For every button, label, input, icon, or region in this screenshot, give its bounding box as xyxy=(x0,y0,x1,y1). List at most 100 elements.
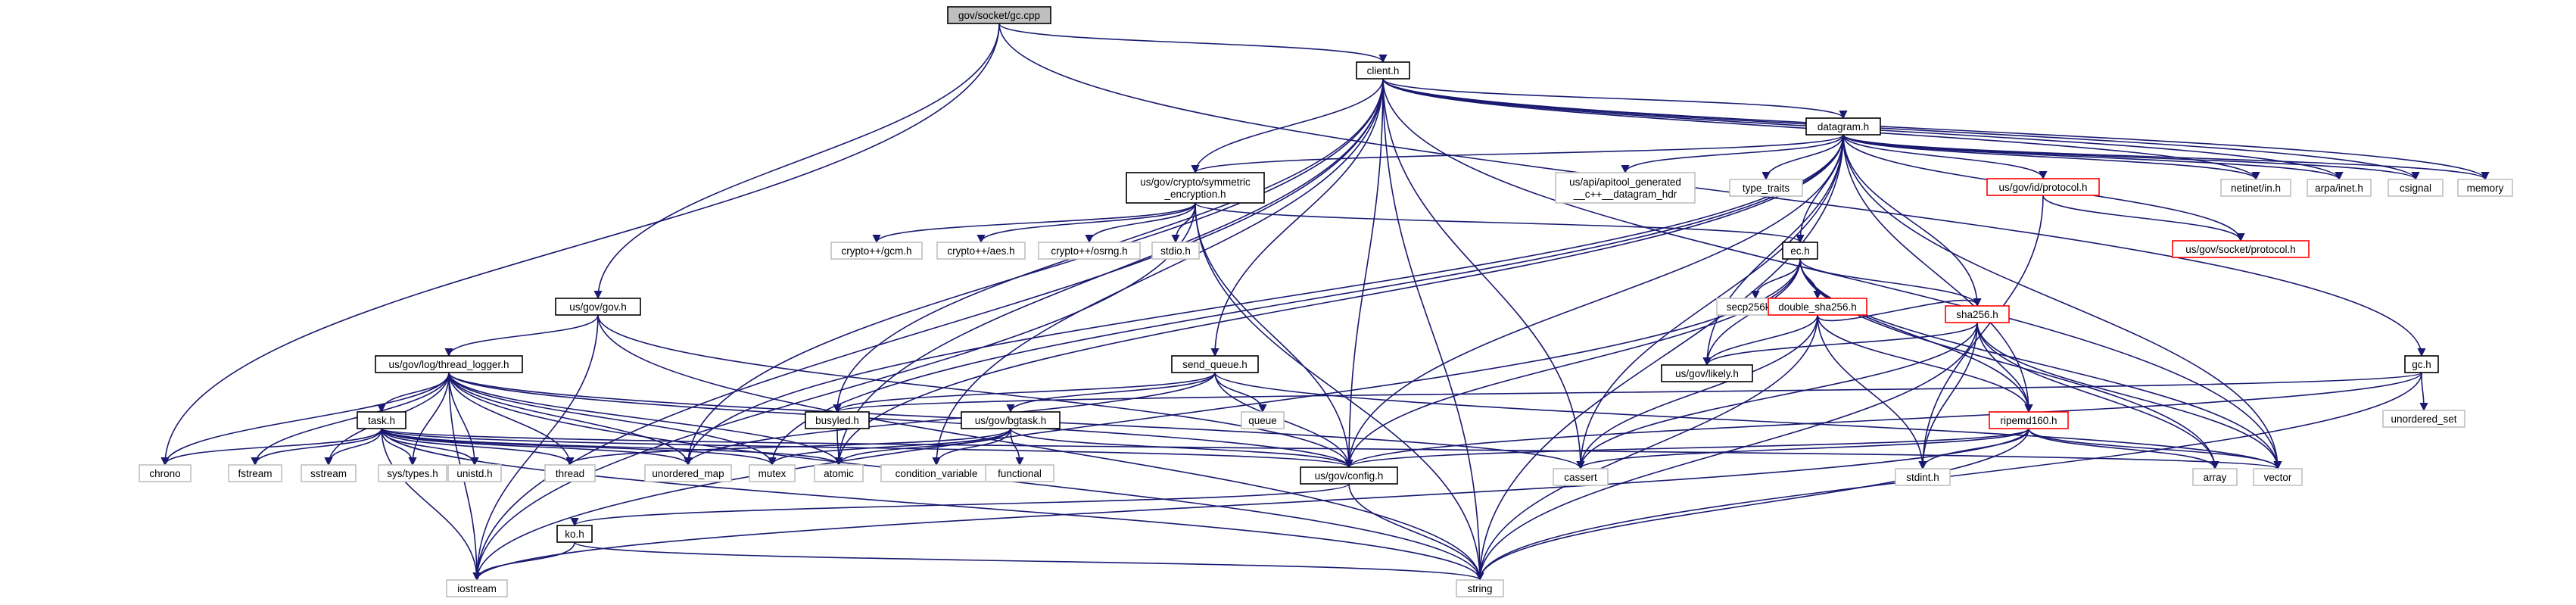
node-box xyxy=(1151,242,1200,260)
node-box xyxy=(985,464,1054,482)
node-ec-h[interactable]: ec.h xyxy=(1782,242,1818,260)
node-label: stdint.h xyxy=(1906,472,1939,483)
edge-symenc_h-to-iostream xyxy=(472,202,1196,582)
edge-sha_h-to-vector xyxy=(1976,322,2282,470)
nodes-layer: gov/socket/gc.cpp client.h chrono us/gov/go… xyxy=(139,6,2513,597)
edge-logger_h-to-atomic xyxy=(448,372,843,466)
node-label: condition_variable xyxy=(896,468,978,479)
edge-datagram_h-to-string xyxy=(1475,134,1844,582)
edge-config_h-to-ko_h xyxy=(570,483,1350,527)
node-task-h[interactable]: task.h xyxy=(357,411,406,429)
node-iostream: iostream xyxy=(446,579,508,597)
edge-id_protocol-to-stdint xyxy=(1918,195,2044,470)
node-label: thread xyxy=(556,468,584,479)
node-mutex: mutex xyxy=(749,464,796,482)
node-label: ripemd160.h xyxy=(2000,415,2057,426)
node-busyled-h[interactable]: busyled.h xyxy=(805,411,870,429)
node-label: netinet/in.h xyxy=(2231,182,2281,194)
edge-client_h-to-memory xyxy=(1382,78,2490,181)
edge-sha_h-to-cassert xyxy=(1576,322,1978,470)
edge-symenc_h-to-osrng_h xyxy=(1085,202,1196,244)
node-label: unordered_map xyxy=(652,468,724,479)
edge-send_queue_h-to-queue xyxy=(1214,372,1267,413)
node-dsha-h[interactable]: double_sha256.h xyxy=(1768,298,1867,316)
node-label: type_traits xyxy=(1743,182,1790,194)
node-unordered-map: unordered_map xyxy=(644,464,732,482)
edge-config_h-to-string xyxy=(1348,483,1484,582)
node-likely-h[interactable]: us/gov/likely.h xyxy=(1661,364,1753,382)
node-symenc-h[interactable]: us/gov/crypto/symmetric_encryption.h xyxy=(1126,172,1265,204)
node-box xyxy=(644,464,732,482)
edge-dsha_h-to-ripemd_h xyxy=(1817,314,2033,413)
edge-bgtask_h-to-mutex xyxy=(768,428,1011,466)
node-gc-h[interactable]: gc.h xyxy=(2404,355,2439,373)
node-box xyxy=(830,242,923,260)
node-label: csignal xyxy=(2400,182,2431,194)
edge-gc_h-to-config_h xyxy=(1344,372,2422,469)
edge-logger_h-to-unistd xyxy=(448,372,479,466)
edge-send_queue_h-to-busyled_h xyxy=(833,372,1216,413)
edge-datagram_h-to-id_protocol xyxy=(1842,134,2048,180)
node-datagram-h[interactable]: datagram.h xyxy=(1805,117,1881,136)
node-vector: vector xyxy=(2253,468,2303,486)
edge-task_h-to-unordered_map xyxy=(381,428,693,466)
node-label: us/gov/config.h xyxy=(1315,470,1384,482)
edge-client_h-to-csignal xyxy=(1382,78,2420,181)
edge-ec_h-to-iostream xyxy=(472,258,1801,582)
node-client-h[interactable]: client.h xyxy=(1356,61,1410,80)
node-string: string xyxy=(1456,579,1504,597)
node-apitool-hdr: us/api/apitool_generated__c++__datagram_… xyxy=(1555,172,1696,204)
node-sha-h[interactable]: sha256.h xyxy=(1945,305,2010,323)
node-box xyxy=(447,464,502,482)
node-queue: queue xyxy=(1241,411,1285,429)
edge-sha_h-to-stdint xyxy=(1918,322,1978,470)
edge-task_h-to-string xyxy=(381,428,1484,582)
edge-logger_h-to-thread xyxy=(448,372,575,466)
node-bgtask-h[interactable]: us/gov/bgtask.h xyxy=(961,411,1061,429)
edge-ec_h-to-sha_h xyxy=(1799,258,1982,307)
edge-datagram_h-to-apitool_hdr xyxy=(1621,134,1844,174)
node-box xyxy=(2192,468,2238,486)
node-label: string xyxy=(1467,583,1492,594)
node-unistd: unistd.h xyxy=(447,464,502,482)
edge-datagram_h-to-vector xyxy=(1842,134,2282,470)
node-sstream: sstream xyxy=(301,464,357,482)
edge-send_queue_h-to-vector xyxy=(1214,372,2282,470)
node-config-h[interactable]: us/gov/config.h xyxy=(1300,466,1398,485)
node-socket-protocol[interactable]: us/gov/socket/protocol.h xyxy=(2172,240,2310,258)
node-box xyxy=(544,464,596,482)
node-id-protocol[interactable]: us/gov/id/protocol.h xyxy=(1986,178,2100,196)
node-ripemd-h[interactable]: ripemd160.h xyxy=(1989,411,2069,429)
edge-symenc_h-to-gcm_h xyxy=(872,202,1196,244)
node-gov-h[interactable]: us/gov/gov.h xyxy=(555,298,641,316)
node-label: vector xyxy=(2264,472,2292,483)
edge-ripemd_h-to-cassert xyxy=(1576,428,2029,470)
edge-gc_cpp-to-client_h xyxy=(998,23,1388,64)
node-send-queue-h[interactable]: send_queue.h xyxy=(1171,355,1259,373)
node-label: crypto++/gcm.h xyxy=(841,245,911,257)
node-box xyxy=(1782,242,1818,260)
node-label: send_queue.h xyxy=(1182,359,1248,370)
edge-ec_h-to-array xyxy=(1799,258,2219,470)
node-box xyxy=(961,411,1061,429)
edge-gc_cpp-to-gov_h xyxy=(593,23,1000,300)
edge-dsha_h-to-sha_h xyxy=(1817,298,1982,322)
node-box xyxy=(2388,179,2444,197)
node-logger-h[interactable]: us/gov/log/thread_logger.h xyxy=(375,355,523,373)
node-box xyxy=(1661,364,1753,382)
node-ko-h[interactable]: ko.h xyxy=(556,525,593,543)
node-label: memory xyxy=(2467,182,2504,194)
node-memory: memory xyxy=(2457,179,2513,197)
edge-gc_h-to-string xyxy=(1475,372,2422,582)
node-label: chrono xyxy=(149,468,180,479)
edge-datagram_h-to-symenc_h xyxy=(1191,134,1844,174)
edge-ripemd_h-to-config_h xyxy=(1344,428,2029,469)
node-gc-cpp[interactable]: gov/socket/gc.cpp xyxy=(947,6,1051,24)
node-label: sha256.h xyxy=(1956,309,1998,320)
node-label: ec.h xyxy=(1790,245,1810,257)
node-box xyxy=(805,411,870,429)
node-label: arpa/inet.h xyxy=(2315,182,2363,194)
edge-logger_h-to-chrono2 xyxy=(160,372,450,466)
edge-logger_h-to-sys_types xyxy=(408,372,450,466)
node-netinet-in: netinet/in.h xyxy=(2220,179,2291,197)
